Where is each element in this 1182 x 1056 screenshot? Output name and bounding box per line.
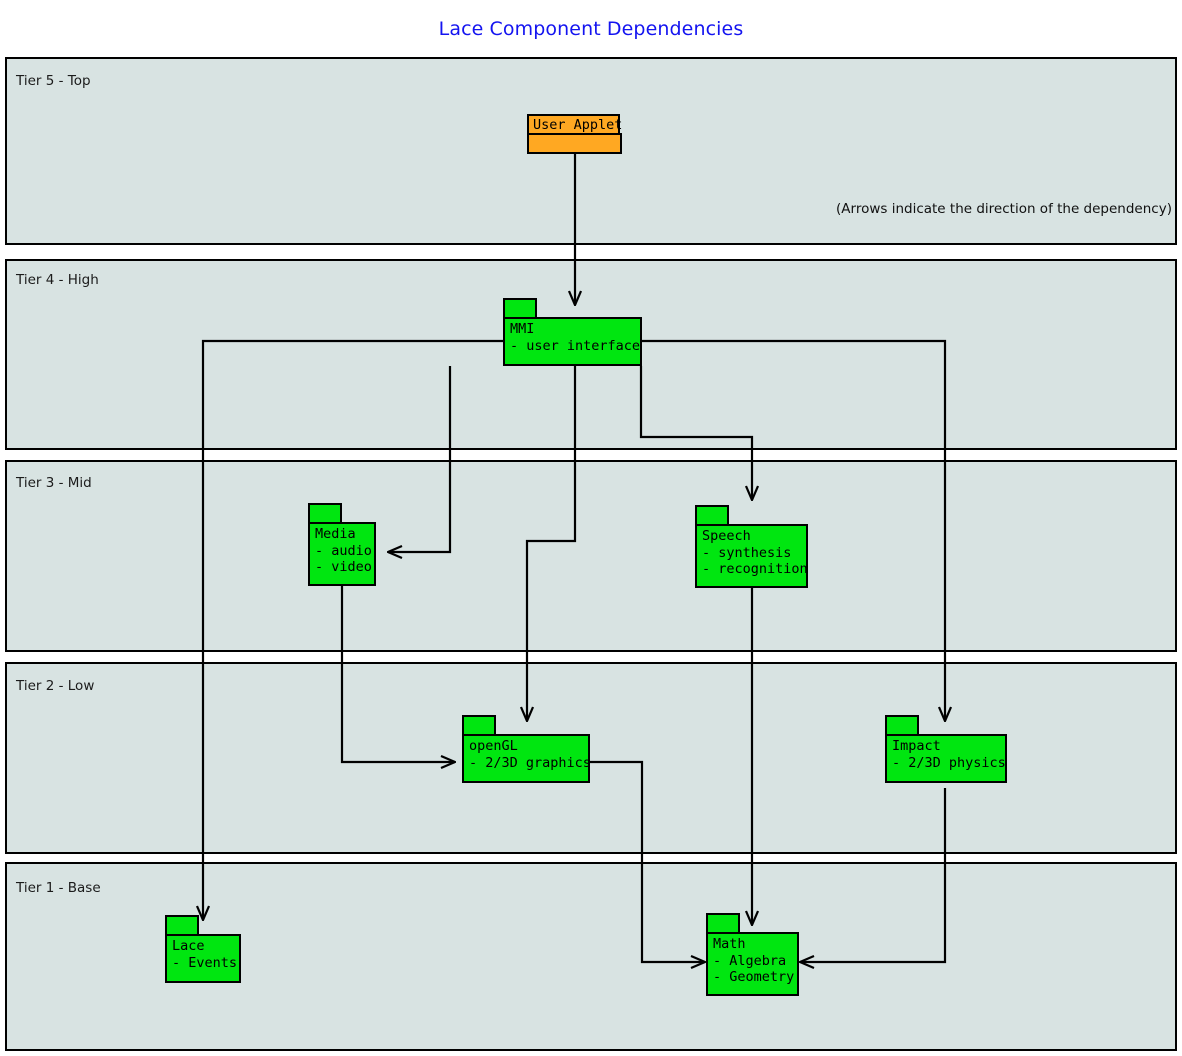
node-mmi-tab bbox=[503, 298, 537, 319]
node-impact-tab bbox=[885, 715, 919, 736]
node-mmi-label: MMI - user interface bbox=[510, 321, 641, 354]
node-lace-body: Lace - Events bbox=[165, 934, 241, 983]
node-speech[interactable]: Speech - synthesis - recognition bbox=[695, 505, 808, 588]
tier-band-3 bbox=[5, 460, 1177, 652]
node-lace[interactable]: Lace - Events bbox=[165, 915, 241, 983]
legend-note: (Arrows indicate the direction of the de… bbox=[836, 201, 1172, 217]
tier-label-4: Tier 4 - High bbox=[16, 272, 99, 288]
node-mmi-body: MMI - user interface bbox=[503, 317, 642, 366]
node-user-applet-body bbox=[527, 133, 622, 154]
node-user-applet-tab: User Applet bbox=[527, 114, 623, 135]
tier-label-1: Tier 1 - Base bbox=[16, 880, 101, 896]
node-opengl-tab bbox=[462, 715, 496, 736]
node-mmi[interactable]: MMI - user interface bbox=[503, 298, 642, 366]
node-media-body: Media - audio - video bbox=[308, 522, 376, 586]
node-math-body: Math - Algebra - Geometry bbox=[706, 932, 799, 996]
node-speech-body: Speech - synthesis - recognition bbox=[695, 524, 808, 588]
node-impact-label: Impact - 2/3D physics bbox=[892, 738, 1006, 771]
node-math[interactable]: Math - Algebra - Geometry bbox=[706, 913, 799, 996]
tier-label-2: Tier 2 - Low bbox=[16, 678, 95, 694]
tier-label-3: Tier 3 - Mid bbox=[16, 475, 92, 491]
node-speech-label: Speech - synthesis - recognition bbox=[702, 528, 808, 577]
node-lace-tab bbox=[165, 915, 199, 936]
tier-label-5: Tier 5 - Top bbox=[16, 73, 91, 89]
node-math-label: Math - Algebra - Geometry bbox=[713, 936, 795, 985]
node-speech-tab bbox=[695, 505, 729, 526]
node-lace-label: Lace - Events bbox=[172, 938, 238, 971]
node-media[interactable]: Media - audio - video bbox=[308, 503, 376, 586]
node-impact[interactable]: Impact - 2/3D physics bbox=[885, 715, 1007, 783]
node-opengl-label: openGL - 2/3D graphics bbox=[469, 738, 591, 771]
node-impact-body: Impact - 2/3D physics bbox=[885, 734, 1007, 783]
node-opengl[interactable]: openGL - 2/3D graphics bbox=[462, 715, 591, 783]
node-media-tab bbox=[308, 503, 342, 524]
node-math-tab bbox=[706, 913, 740, 934]
page-title: Lace Component Dependencies bbox=[438, 18, 744, 40]
node-user-applet[interactable]: User Applet bbox=[527, 114, 622, 154]
node-media-label: Media - audio - video bbox=[315, 526, 372, 575]
node-opengl-body: openGL - 2/3D graphics bbox=[462, 734, 591, 783]
node-user-applet-label: User Applet bbox=[533, 117, 623, 133]
